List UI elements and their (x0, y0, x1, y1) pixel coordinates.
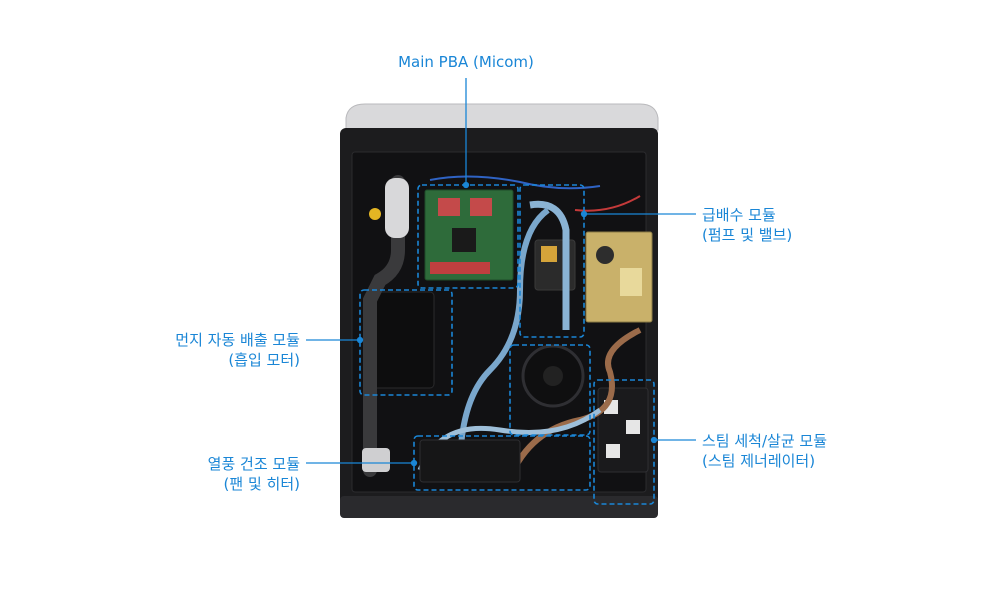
valve-coil (541, 246, 557, 262)
wire-harness (574, 195, 641, 212)
dust-tank-cap (369, 208, 381, 220)
pba-connector (430, 262, 490, 274)
fan-hub (543, 366, 563, 386)
water-hose (457, 207, 550, 471)
suction-hose (363, 175, 405, 477)
wire-harness (429, 175, 601, 190)
label-water-module-line2: (펌프 및 밸브) (702, 226, 793, 244)
label-steam-module: 스팀 세척/살균 모듈 (스팀 제너레이터) (702, 431, 827, 471)
dust-tank (385, 178, 409, 238)
steam-fitting (606, 444, 620, 458)
hose-outlet (362, 448, 390, 472)
device-base (340, 496, 658, 518)
outline-water-module (519, 184, 585, 338)
label-main-pba-line1: Main PBA (Micom) (398, 53, 534, 71)
device-top-lid (345, 103, 659, 131)
suction-motor (371, 291, 435, 389)
label-steam-module-line2: (스팀 제너레이터) (702, 452, 816, 470)
steam-fitting (626, 420, 640, 434)
label-water-module-line1: 급배수 모듈 (702, 206, 776, 224)
leader-dot (356, 336, 364, 344)
leader-dot (462, 181, 470, 189)
label-main-pba: Main PBA (Micom) (386, 52, 546, 72)
label-dust-module-line1: 먼지 자동 배출 모듈 (175, 331, 300, 349)
label-dry-module-line2: (팬 및 히터) (223, 475, 300, 493)
pba-connector (470, 198, 492, 216)
water-hose (529, 200, 570, 330)
power-board (585, 231, 653, 323)
outline-fan (509, 344, 591, 436)
label-dry-module-line1: 열풍 건조 모듈 (207, 455, 300, 473)
label-water-module: 급배수 모듈 (펌프 및 밸브) (702, 205, 792, 245)
label-dust-module: 먼지 자동 배출 모듈 (흡입 모터) (175, 330, 300, 370)
transformer (620, 268, 642, 296)
leader-dot (650, 436, 658, 444)
label-steam-module-line1: 스팀 세척/살균 모듈 (702, 432, 827, 450)
outline-main-pba (417, 184, 519, 289)
brown-hose (507, 327, 642, 480)
leader-dot (580, 210, 588, 218)
label-dry-module: 열풍 건조 모듈 (팬 및 히터) (208, 454, 300, 494)
outline-dry-module (413, 435, 591, 491)
leader-dot (410, 459, 418, 467)
label-dust-module-line2: (흡입 모터) (228, 351, 300, 369)
pba-chip (452, 228, 476, 252)
pba-connector (438, 198, 460, 216)
capacitor (596, 246, 614, 264)
heater-housing (419, 439, 521, 483)
